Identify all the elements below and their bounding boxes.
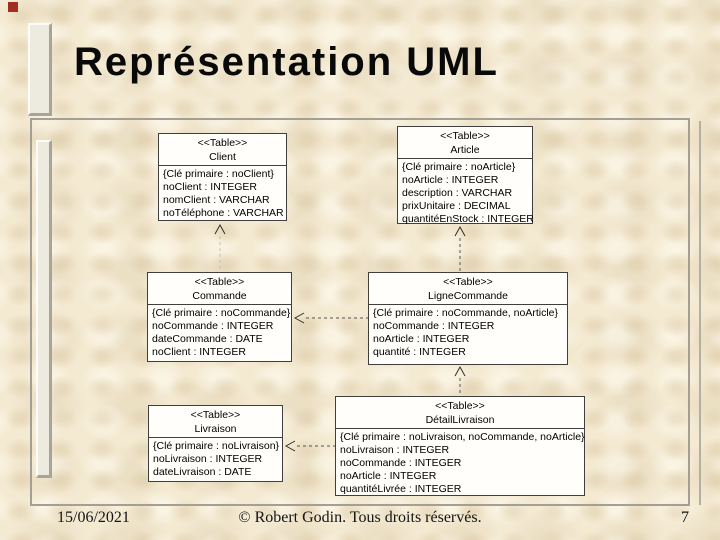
table-attribute: noArticle : INTEGER xyxy=(402,174,499,186)
accent-square xyxy=(8,2,18,12)
table-stereotype: <<Table>> xyxy=(194,276,245,288)
table-attribute: noArticle : INTEGER xyxy=(340,470,437,482)
uml-table-detaillivraison: <<Table>> DétailLivraison {Clé primaire … xyxy=(335,396,585,496)
page-title: Représentation UML xyxy=(74,40,499,84)
table-attribute: quantité : INTEGER xyxy=(373,346,466,358)
table-attribute: {Clé primaire : noCommande, noArticle} xyxy=(373,307,559,319)
table-stereotype: <<Table>> xyxy=(443,276,493,288)
table-attribute: noCommande : INTEGER xyxy=(152,320,274,332)
table-attribute: noCommande : INTEGER xyxy=(340,457,462,469)
table-attribute: dateCommande : DATE xyxy=(152,333,263,345)
table-attribute: prixUnitaire : DECIMAL xyxy=(402,200,511,212)
table-stereotype: <<Table>> xyxy=(435,400,485,412)
table-attribute: {Clé primaire : noArticle} xyxy=(402,161,516,173)
table-attribute: description : VARCHAR xyxy=(402,187,513,199)
table-attribute: {Clé primaire : noLivraison} xyxy=(153,440,280,452)
diagram-panel xyxy=(30,118,690,506)
table-name: Article xyxy=(450,144,480,156)
table-stereotype: <<Table>> xyxy=(197,137,248,149)
table-attribute: noArticle : INTEGER xyxy=(373,333,470,345)
uml-table-livraison: <<Table>> Livraison {Clé primaire : noLi… xyxy=(148,405,283,482)
footer-date: 15/06/2021 xyxy=(57,509,130,526)
table-attribute: nomClient : VARCHAR xyxy=(163,194,270,206)
content-side-bar xyxy=(36,140,52,478)
table-name: Client xyxy=(209,151,236,163)
table-attribute: dateLivraison : DATE xyxy=(153,466,252,478)
table-name: DétailLivraison xyxy=(425,414,495,426)
table-attribute: noClient : INTEGER xyxy=(163,181,257,193)
table-attribute: noTéléphone : VARCHAR xyxy=(163,207,284,219)
table-attribute: {Clé primaire : noCommande} xyxy=(152,307,291,319)
table-name: Livraison xyxy=(194,423,237,435)
table-attribute: quantitéEnStock : INTEGER xyxy=(402,213,534,225)
table-attribute: quantitéLivrée : INTEGER xyxy=(340,483,462,495)
table-attribute: {Clé primaire : noClient} xyxy=(163,168,274,180)
uml-table-client: <<Table>> Client {Clé primaire : noClien… xyxy=(158,133,287,221)
title-side-bar xyxy=(28,23,52,116)
table-stereotype: <<Table>> xyxy=(440,130,490,142)
table-attribute: {Clé primaire : noLivraison, noCommande,… xyxy=(340,431,585,443)
uml-table-lignecommande: <<Table>> LigneCommande {Clé primaire : … xyxy=(368,272,568,365)
table-attribute: noLivraison : INTEGER xyxy=(340,444,450,456)
uml-table-commande: <<Table>> Commande {Clé primaire : noCom… xyxy=(147,272,292,362)
table-attribute: noClient : INTEGER xyxy=(152,346,246,358)
panel-shadow-line xyxy=(699,121,701,505)
footer-page-number: 7 xyxy=(681,509,689,526)
table-name: Commande xyxy=(192,290,247,302)
footer-copyright: © Robert Godin. Tous droits réservés. xyxy=(238,509,482,526)
uml-table-article: <<Table>> Article {Clé primaire : noArti… xyxy=(397,126,534,225)
table-name: LigneCommande xyxy=(428,290,508,302)
table-attribute: noLivraison : INTEGER xyxy=(153,453,263,465)
table-stereotype: <<Table>> xyxy=(190,409,241,421)
table-attribute: noCommande : INTEGER xyxy=(373,320,495,332)
